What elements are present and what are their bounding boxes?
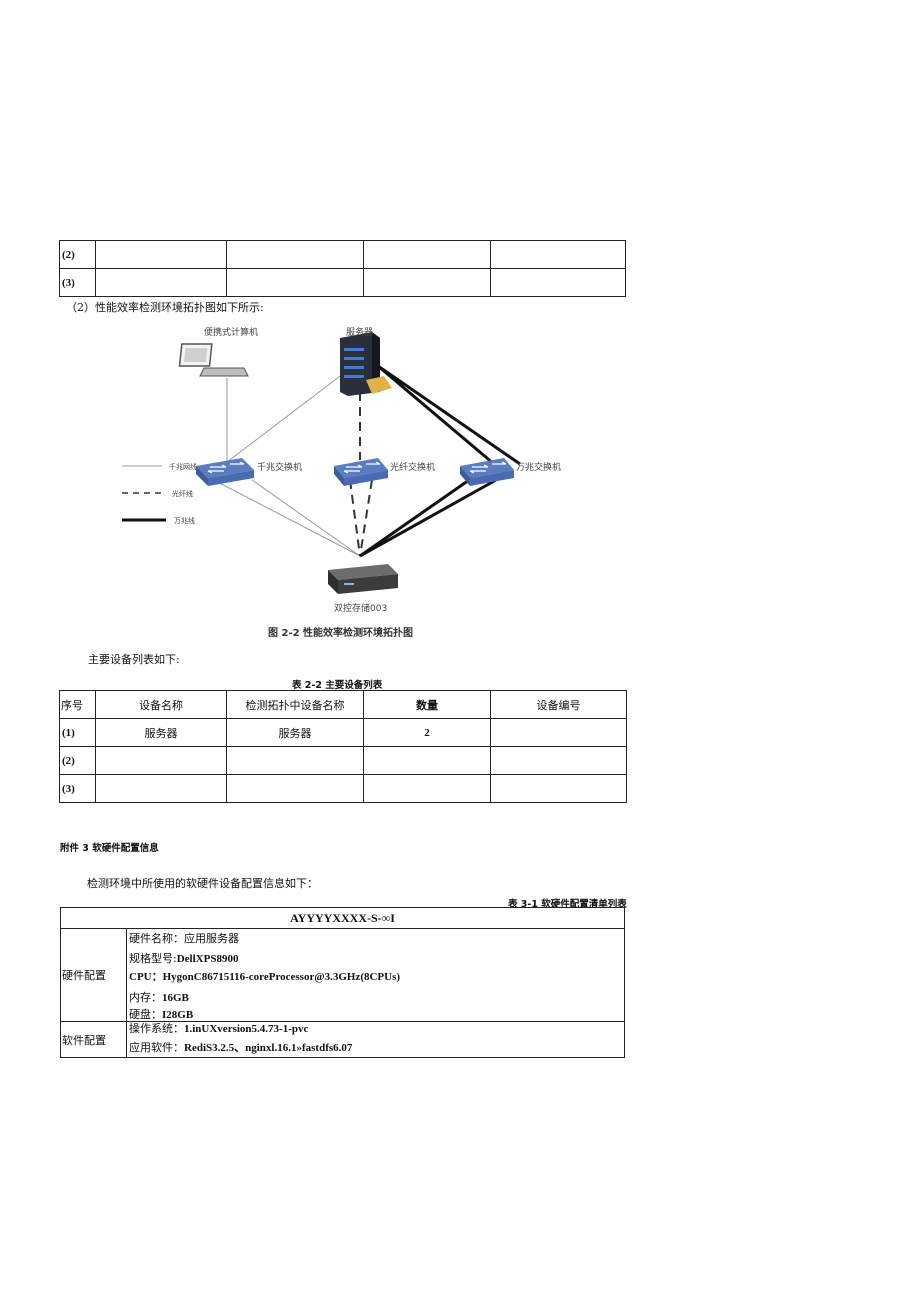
hardware-model-line: 规格型号:DellXPS8900 [129,951,239,965]
tenG-switch-icon [460,458,514,486]
table-row: (3) [59,774,627,803]
appendix-title: 附件 3 软硬件配置信息 [60,843,159,854]
software-os-line: 操作系统：1.inUXversion5.4.73-1-pvc [129,1022,309,1035]
gigabit-links [209,366,361,557]
header-cell: 数量 [363,690,491,719]
software-row: 软件配置 操作系统：1.inUXversion5.4.73-1-pvc 应用软件… [60,1021,626,1058]
row-number: (2) [59,240,96,269]
table-row: (3) [59,268,626,297]
fiber-switch-label: 光纤交换机 [390,461,435,473]
hardware-memory-line: 内存：16GB [129,990,189,1004]
laptop-label: 便携式计算机 [204,326,258,338]
tenG-links [359,364,521,558]
hardware-name-line: 硬件名称：应用服务器 [129,932,239,945]
diagram-caption: 图 2-2 性能效率检测环境拓扑图 [268,626,413,639]
server-icon [340,332,392,396]
software-label: 软件配置 [60,1021,127,1058]
table-row: (1) 服务器 服务器 2 [59,718,627,747]
row-number: (2) [59,746,96,775]
table-header-row: 序号 设备名称 检测拓扑中设备名称 数量 设备编号 [59,690,627,719]
table-cell: 2 [363,718,491,747]
config-table: AYYYYXXXX-S-∞I 硬件配置 硬件名称：应用服务器 规格型号:Dell… [59,907,626,1058]
legend: 千兆网线 光纤线 万兆线 [122,462,197,525]
hardware-row: 硬件配置 硬件名称：应用服务器 规格型号:DellXPS8900 CPU：Hyg… [60,928,626,1022]
fiber-links [349,392,373,557]
config-header-row: AYYYYXXXX-S-∞I [59,907,626,929]
storage-label: 双控存储003 [334,602,387,614]
appendix-intro: 检测环境中所使用的软硬件设备配置信息如下： [87,877,318,890]
legend-fiber: 光纤线 [172,489,193,498]
table-cell: 服务器 [226,718,364,747]
hardware-label: 硬件配置 [60,928,127,1022]
laptop-icon [178,343,249,377]
row-number: (1) [59,718,96,747]
gigabit-switch-label: 千兆交换机 [257,461,302,473]
top-table: (2) (3) [59,240,626,297]
row-number: (3) [59,268,96,297]
device-intro: 主要设备列表如下: [88,653,180,666]
table-row: (2) [59,240,626,269]
config-header: AYYYYXXXX-S-∞I [59,907,626,929]
device-table: 序号 设备名称 检测拓扑中设备名称 数量 设备编号 (1) 服务器 服务器 2 … [59,690,627,803]
gigabit-switch-icon [196,458,254,486]
topology-diagram: 便携式计算机 服务器 千兆交换机 光纤交换机 万兆交换机 双控 [122,326,561,639]
device-table-title: 表 2-2 主要设备列表 [292,680,383,691]
header-cell: 检测拓扑中设备名称 [226,690,364,719]
header-cell: 设备编号 [490,690,627,719]
table-cell [490,718,627,747]
header-cell: 设备名称 [95,690,227,719]
row-number: (3) [59,774,96,803]
server-label: 服务器 [346,326,373,338]
software-apps-line: 应用软件：RediS3.2.5、nginxl.16.1»fastdfs6.07 [129,1041,353,1054]
legend-tenG: 万兆线 [174,516,195,525]
fiber-switch-icon [334,458,388,486]
legend-gigabit: 千兆网线 [169,462,197,471]
hardware-cpu-line: CPU：HygonC86715116-coreProcessor@3.3GHz(… [129,971,401,983]
storage-icon [328,564,398,594]
config-table-title: 表 3-1 软硬件配置清单列表 [508,899,627,910]
header-cell: 序号 [59,690,96,719]
hardware-disk-line: 硬盘：I28GB [129,1008,194,1021]
table-cell: 服务器 [95,718,227,747]
section-heading: （2）性能效率检测环境拓扑图如下所示: [66,301,264,314]
tenG-switch-label: 万兆交换机 [516,461,561,473]
table-row: (2) [59,746,627,775]
